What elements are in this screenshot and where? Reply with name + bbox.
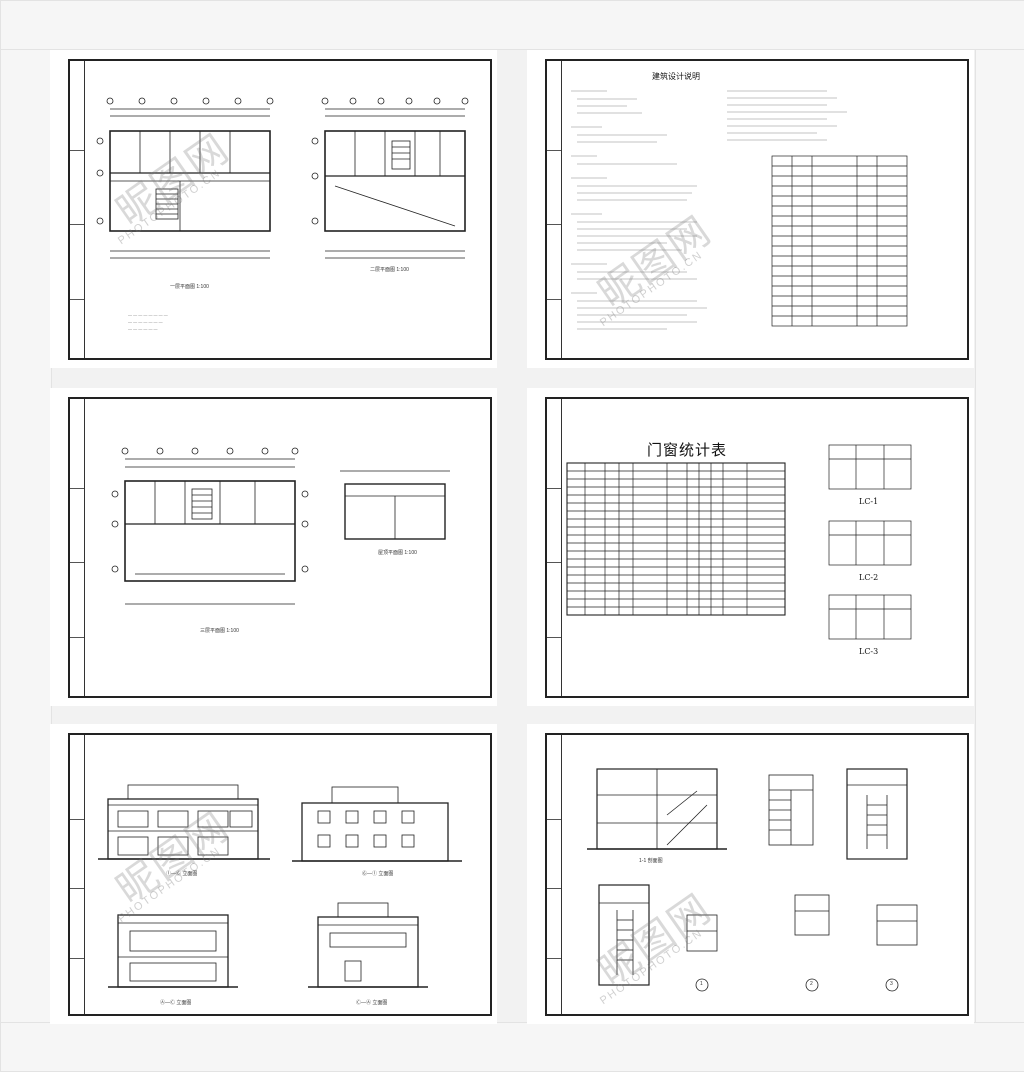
window-lc1-label: LC-1 — [859, 497, 879, 506]
window-schedule-table — [566, 444, 912, 640]
sheet-window-schedule[interactable]: 门窗统计表 LC-1 LC-2 LC-3 — [527, 388, 974, 706]
window-schedule-title: 门窗统计表 — [647, 441, 728, 459]
title-block — [70, 735, 85, 1014]
background-sheet — [0, 1022, 1024, 1072]
window-lc2-label: LC-2 — [859, 573, 879, 582]
floor-plan-drawing — [96, 97, 469, 259]
elevation-caption-3: Ⓐ—Ⓒ 立面图 — [160, 1000, 192, 1006]
plan-notes: — — — — — — — —— — — — — — —— — — — — — — [128, 312, 168, 331]
background-sheet — [0, 0, 52, 1072]
title-block — [547, 735, 562, 1014]
window-lc3-label: LC-3 — [859, 647, 879, 656]
title-block — [547, 399, 562, 696]
roof-plan-caption: 屋顶平面图 1:100 — [378, 550, 417, 556]
drawing-frame: 三层平面图 1:100 屋顶平面图 1:100 — [68, 397, 492, 698]
title-block — [70, 399, 85, 696]
section-caption: 1-1 剖面图 — [639, 858, 663, 864]
detail-number-1: 1 — [700, 981, 703, 987]
title-block — [70, 61, 85, 358]
drawing-frame: 建筑设计说明 — [545, 59, 969, 360]
sheet-floor-plans[interactable]: 一层平面图 1:100 二层平面图 1:100 — — — — — — — ——… — [50, 50, 497, 368]
plan-caption-left: 一层平面图 1:100 — [170, 284, 209, 290]
title-block — [547, 61, 562, 358]
plan-caption-right: 二层平面图 1:100 — [370, 267, 409, 273]
elevations-drawing — [98, 784, 462, 988]
sheet-design-notes[interactable]: 建筑设计说明 — [527, 50, 974, 368]
detail-number-2: 2 — [810, 981, 813, 987]
sheet-sections-details[interactable]: 1-1 剖面图 1 2 3 — [527, 724, 974, 1024]
background-sheet — [0, 0, 1024, 50]
notes-text-block — [571, 90, 908, 330]
drawing-frame: 门窗统计表 LC-1 LC-2 LC-3 — [545, 397, 969, 698]
sheet-elevations[interactable]: ①—⑥ 立面图 ⑥—① 立面图 Ⓐ—Ⓒ 立面图 Ⓒ—Ⓐ 立面图 — [50, 724, 497, 1024]
elevation-caption-2: ⑥—① 立面图 — [362, 871, 394, 877]
drawing-frame: 一层平面图 1:100 二层平面图 1:100 — — — — — — — ——… — [68, 59, 492, 360]
third-floor-caption: 三层平面图 1:100 — [200, 628, 239, 634]
notes-title: 建筑设计说明 — [652, 72, 700, 81]
sheet-third-floor[interactable]: 三层平面图 1:100 屋顶平面图 1:100 — [50, 388, 497, 706]
drawing-frame: ①—⑥ 立面图 ⑥—① 立面图 Ⓐ—Ⓒ 立面图 Ⓒ—Ⓐ 立面图 — [68, 733, 492, 1016]
elevation-caption-1: ①—⑥ 立面图 — [166, 871, 198, 877]
background-sheet — [975, 0, 1024, 1072]
detail-number-3: 3 — [890, 981, 893, 987]
third-floor-drawing — [111, 447, 450, 605]
elevation-caption-4: Ⓒ—Ⓐ 立面图 — [356, 1000, 388, 1006]
sections-drawing — [587, 768, 918, 992]
drawing-frame: 1-1 剖面图 1 2 3 — [545, 733, 969, 1016]
